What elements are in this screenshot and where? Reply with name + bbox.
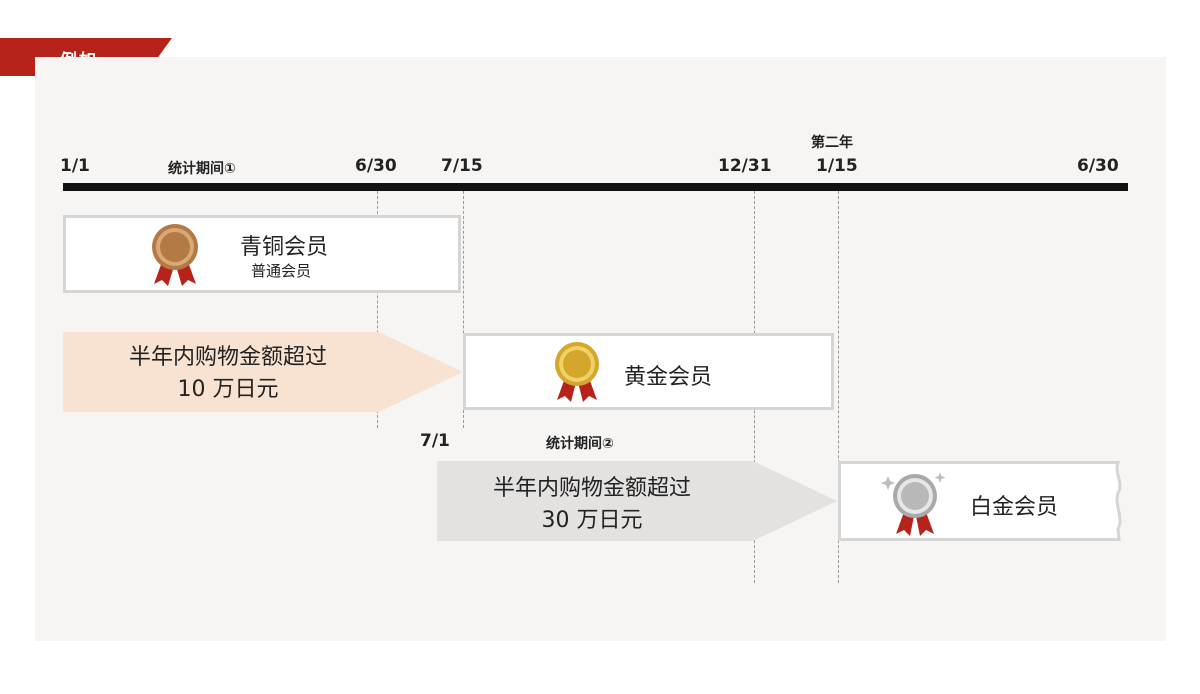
gold-card [463, 333, 834, 410]
date-7-15: 7/15 [441, 156, 483, 176]
bronze-medal-icon [152, 224, 198, 286]
condition2-line1: 半年内购物金额超过 [492, 476, 691, 501]
condition1-line1: 半年内购物金额超过 [128, 345, 327, 370]
condition1-text: 半年内购物金额超过 10 万日元 [63, 342, 393, 406]
date-6-30: 6/30 [355, 156, 397, 176]
date-6-30-end: 6/30 [1077, 156, 1119, 176]
timeline-bar [63, 183, 1128, 191]
period2-label: 统计期间② [546, 436, 614, 452]
platinum-title: 白金会员 [970, 495, 1059, 520]
guide-7-15 [463, 191, 464, 428]
date-12-31: 12/31 [718, 156, 772, 176]
condition2-arrow [437, 461, 837, 541]
gold-title: 黄金会员 [624, 365, 713, 390]
year2-label: 第二年 [811, 135, 853, 151]
date-1-15: 1/15 [816, 156, 858, 176]
condition2-text: 半年内购物金额超过 30 万日元 [437, 473, 747, 537]
period1-label: 统计期间① [168, 161, 236, 177]
bronze-subtitle: 普通会员 [251, 262, 312, 280]
guide-1-15 [838, 191, 839, 583]
bronze-card [63, 215, 461, 293]
condition1-arrow [63, 332, 463, 412]
platinum-medal-icon [881, 472, 946, 536]
date-7-1: 7/1 [420, 431, 450, 451]
guide-6-30 [377, 191, 378, 428]
bronze-title: 青铜会员 [240, 235, 329, 260]
date-1-1: 1/1 [60, 156, 90, 176]
condition1-line2: 10 万日元 [177, 377, 279, 402]
gold-medal-icon [555, 342, 599, 402]
condition2-line2: 30 万日元 [541, 508, 643, 533]
